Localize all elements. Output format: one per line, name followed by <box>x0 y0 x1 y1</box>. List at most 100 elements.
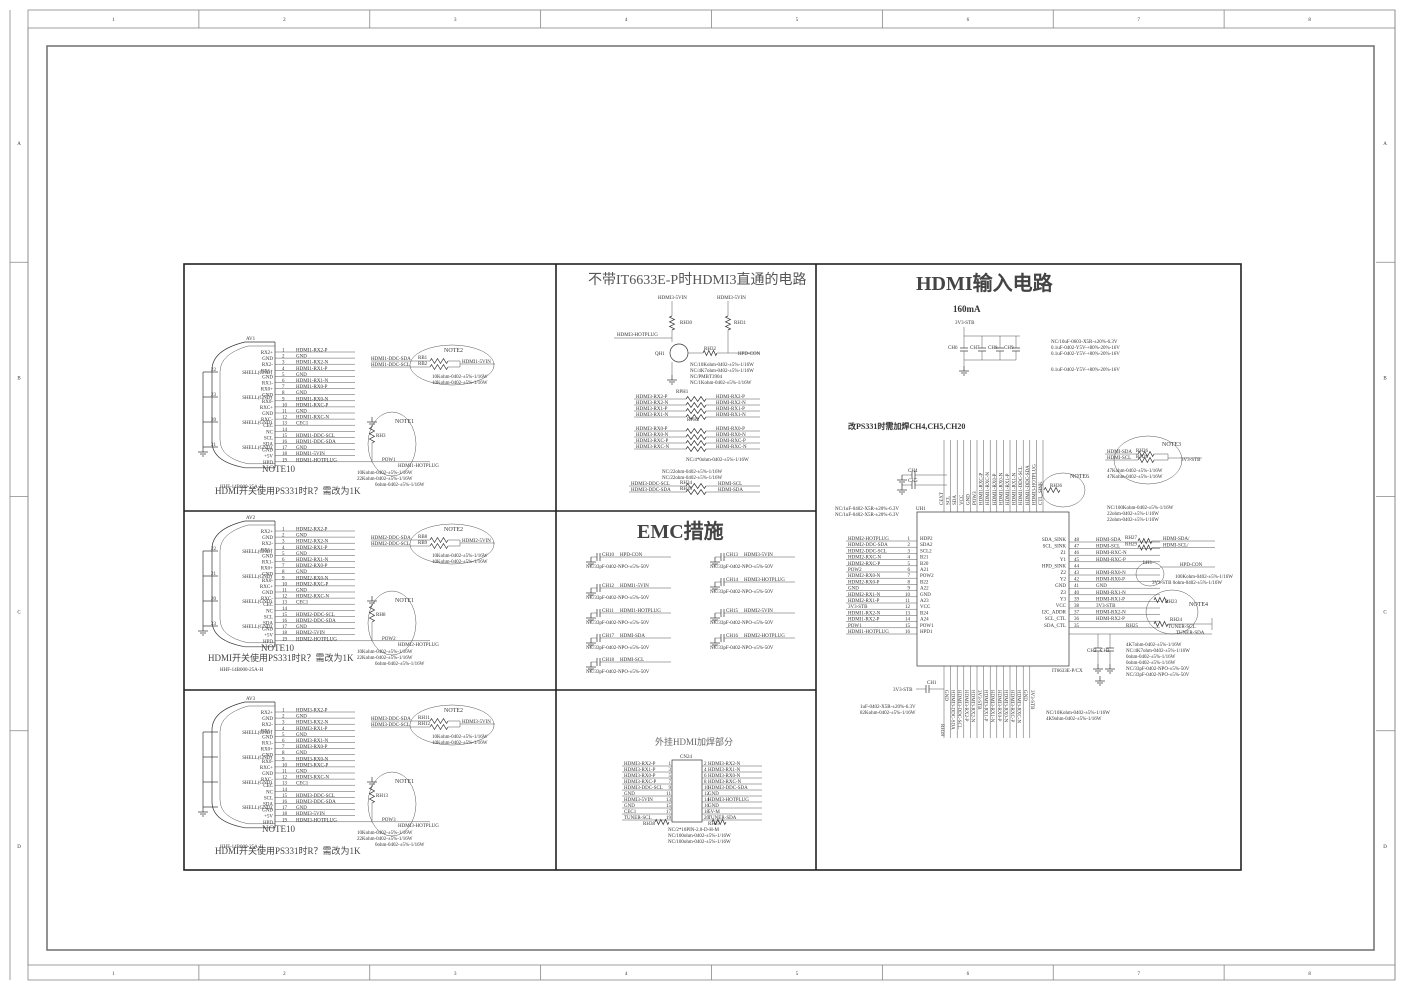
ic-pin-name: SCL_CTL <box>1045 617 1066 622</box>
note-circle <box>367 771 417 837</box>
cap-ref: CH3 <box>1100 649 1110 654</box>
note-label: NOTE2 <box>444 708 463 714</box>
resistor-symbol <box>1137 456 1155 464</box>
note3-net: HDMI-SCL <box>1107 456 1131 461</box>
ic-left-net: HDMI2-RX0-P <box>848 580 880 585</box>
pin-number: 19 <box>282 818 288 823</box>
shell-pin-number: 22 <box>211 547 217 552</box>
net-label: HDMI1-RXC-P <box>296 403 328 408</box>
header-net-left: HDMI3-RXC-P <box>624 780 656 785</box>
cap-ref: CH17 <box>602 634 614 639</box>
shell-pin-number: 23 <box>211 622 217 627</box>
connector-body <box>211 520 275 648</box>
capacitor-symbol <box>720 634 725 642</box>
pin-number: 18 <box>704 810 710 815</box>
ic-pin-name: VCC <box>1056 604 1067 609</box>
transistor-symbol <box>669 343 689 363</box>
net-label: HDMI1-DDC-SCL <box>296 434 335 439</box>
ic-ref: UH1 <box>916 507 926 512</box>
cap-net: HDMI3-HOTPLUG <box>744 578 785 583</box>
net-label: CEC1 <box>296 601 309 606</box>
ddc-net: HDMI2-DDC-SCL <box>371 542 410 547</box>
shell-pin-number: 20 <box>211 597 217 602</box>
capacitor-symbol <box>720 553 725 561</box>
component-value: NC/100ohm-0402-±5%-1/16W <box>668 834 731 839</box>
resistor-symbol <box>685 413 707 421</box>
pin-number: 14 <box>282 607 288 612</box>
ic-pin-name: GND <box>920 593 931 598</box>
component-value: NC/33pF-0402-NPO-±5%-50V <box>1126 673 1190 678</box>
pin-number: 3 <box>908 549 911 554</box>
pin-number: 15 <box>666 804 672 809</box>
cap-ref: CH4 <box>908 469 918 474</box>
net-label: GND <box>296 373 307 378</box>
pin-number: 15 <box>282 794 288 799</box>
hotplug-ground <box>367 596 377 606</box>
bypass-title: 不带IT6633E-P时HDMI3直通的电路 <box>588 271 807 288</box>
resistor-value: 0ohm-0402-±5%-1/16W <box>375 662 425 667</box>
resistor-ref: RB2 <box>418 362 428 367</box>
note-label: NOTE2 <box>444 527 463 533</box>
pin-number: 12 <box>282 776 288 781</box>
pin-number: 2 <box>282 715 285 720</box>
pin-number: 40 <box>1074 591 1080 596</box>
resistor-symbol <box>702 349 718 357</box>
shell-label: SHELL(GND) <box>242 550 272 555</box>
ic-top-net: HDMI1-RX0-N <box>999 472 1004 505</box>
capacitor-symbol <box>596 634 601 642</box>
resistor-symbol <box>368 786 376 804</box>
pin-name: HPD <box>263 821 273 826</box>
pin-number: 42 <box>1074 578 1080 583</box>
note-label: NOTE1 <box>395 419 414 425</box>
pin-name: GND <box>262 375 273 380</box>
transistor-ground <box>667 375 677 385</box>
pin-number: 18 <box>282 452 288 457</box>
net-label: GND <box>296 715 307 720</box>
net-label: HDMI3-DDC-SCL <box>296 794 335 799</box>
net-label: HDMI2-RXC-N <box>296 595 329 600</box>
pin-name: GND <box>262 735 273 740</box>
ic-right-net: HDMI-SCL <box>1096 545 1120 550</box>
net-label: GND <box>296 391 307 396</box>
ic-pin-name: POW1 <box>920 624 934 629</box>
resistor-symbol <box>1153 620 1169 628</box>
pin-number: 18 <box>282 631 288 636</box>
pin-name: GND <box>262 591 273 596</box>
ic-right-net: HDMI-RXC-P <box>1096 558 1126 563</box>
pin-number: 14 <box>704 798 710 803</box>
note-circle <box>367 411 417 477</box>
resistor-value: 22ohm-0402-±5%-1/16W <box>1107 518 1159 523</box>
ic-pin-name: A23 <box>920 599 929 604</box>
column-label: 2 <box>283 972 286 977</box>
ic-right-net: HDMI-RX1-P <box>1096 597 1125 602</box>
column-label: 7 <box>1137 972 1140 977</box>
ic-pin-name: A21 <box>920 568 929 573</box>
net-label: GND <box>296 552 307 557</box>
bypass-net-right: HDMI-RX0-N <box>716 433 746 438</box>
drawing-border <box>46 45 1375 951</box>
ic-pin-name: SDA2 <box>920 543 933 548</box>
net-label: GND <box>296 806 307 811</box>
ic-left-net: HDMI2-RX1-N <box>848 593 881 598</box>
ic-pin-name: Y3 <box>1060 597 1067 602</box>
current-label: 160mA <box>953 304 981 314</box>
pin-number: 9 <box>282 397 285 402</box>
pin-name: CEC <box>263 424 273 429</box>
bottom-ground <box>1095 676 1105 686</box>
net-label: HDMI1-5VIN <box>296 452 325 457</box>
header-net-right: TUNER-SDA <box>708 816 737 821</box>
net-label: HDMI2-RX1-N <box>296 558 329 563</box>
connector-part: HHF-14B000-25A-H <box>220 845 263 850</box>
ic-bottom-net: HDMI3-DDC-SCL <box>956 690 961 729</box>
supply-net: 3V3-STB <box>955 321 975 326</box>
cap-ref: CH13 <box>726 553 738 558</box>
pin-number: 2 <box>282 355 285 360</box>
pin-number: 17 <box>282 806 288 811</box>
hotplug-ground <box>367 777 377 787</box>
pin-number: 2 <box>282 534 285 539</box>
bypass-net-left: HDMI3-RXC-P <box>636 439 668 444</box>
cap-net: HDMI-SCL <box>620 658 644 663</box>
header-net-right: HDMI3-DDC-SDA <box>708 786 748 791</box>
